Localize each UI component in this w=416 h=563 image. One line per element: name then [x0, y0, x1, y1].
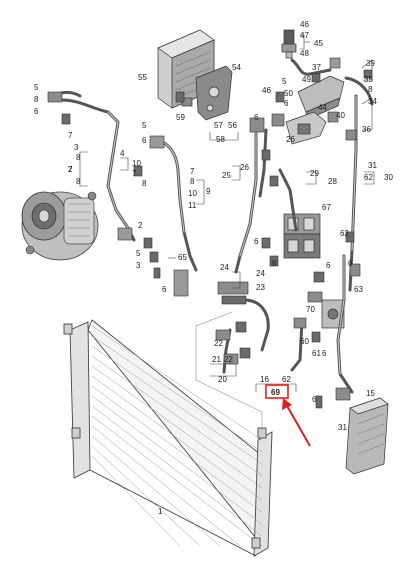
callout-58: 58: [216, 135, 225, 144]
callout-47: 47: [300, 31, 309, 40]
callout-44: 44: [318, 103, 327, 112]
highlight-arrow-shaft: [285, 403, 311, 447]
callout-46b: 46: [262, 86, 271, 95]
callout-8f: 8: [190, 177, 195, 186]
callout-8e: 8: [142, 179, 147, 188]
callout-3: 3: [74, 143, 79, 152]
callout-7d: 7: [190, 167, 195, 176]
callout-61: 61: [312, 349, 321, 358]
callout-31: 31: [368, 161, 377, 170]
callout-46: 46: [300, 20, 309, 29]
callout-6h: 6: [326, 261, 331, 270]
callout-6c: 6: [254, 113, 259, 122]
block-67: [283, 213, 321, 259]
callout-67: 67: [322, 203, 331, 212]
highlight-box: [265, 384, 289, 399]
callout-62: 62: [364, 173, 373, 182]
callout-6: 6: [34, 107, 39, 116]
callout-69: 15: [366, 389, 375, 398]
callout-6e: 6: [254, 237, 259, 246]
callout-23: 23: [256, 283, 265, 292]
callout-65: 65: [178, 253, 187, 262]
callout-5b: 5: [282, 77, 287, 86]
callout-56: 56: [228, 121, 237, 130]
callout-30: 30: [384, 173, 393, 182]
callout-39: 39: [366, 59, 375, 68]
callout-48: 48: [300, 49, 309, 58]
callout-5: 5: [34, 83, 39, 92]
callout-62b: 62: [340, 229, 349, 238]
callout-6k: 6: [312, 395, 317, 404]
callout-3b: 3: [136, 261, 141, 270]
callout-20: 20: [218, 375, 227, 384]
callout-8b: 8: [368, 85, 373, 94]
callout-6d: 6: [142, 136, 147, 145]
callout-63: 63: [354, 285, 363, 294]
callout-40: 40: [336, 111, 345, 120]
bracket-54: [195, 65, 233, 121]
callout-21: 21: [212, 355, 221, 364]
callout-1: 1: [158, 507, 163, 516]
callout-6i: 6: [348, 259, 353, 268]
callout-28: 28: [328, 177, 337, 186]
callout-49: 49: [302, 75, 311, 84]
callout-59: 59: [176, 113, 185, 122]
callout-62c: 62: [282, 375, 291, 384]
callout-6g: 6: [272, 259, 277, 268]
callout-2: 2: [68, 165, 73, 174]
callout-70: 70: [306, 305, 315, 314]
callout-16: 16: [260, 375, 269, 384]
callout-37: 37: [312, 63, 321, 72]
callout-8: 8: [34, 95, 39, 104]
callout-35: 35: [364, 75, 373, 84]
highlighted-callout-15: 69: [265, 384, 311, 447]
callout-26: 26: [286, 135, 295, 144]
callout-34: 34: [368, 97, 377, 106]
fitting-70: [321, 299, 345, 329]
callout-22b: 22: [224, 355, 233, 364]
condenser-part-1: [63, 319, 273, 557]
compressor: [21, 191, 99, 261]
callout-54: 54: [232, 63, 241, 72]
heat-exchanger-69: [345, 397, 389, 475]
callout-7: 7: [68, 131, 73, 140]
callout-36: 36: [362, 125, 371, 134]
callout-31b: 31: [338, 423, 347, 432]
callout-labels: 46 47 45 48 55 54 39 5 8 6 37 49 50 5 35…: [34, 20, 393, 516]
callout-5d: 5: [136, 249, 141, 258]
callout-8c: 8: [76, 153, 81, 162]
callout-55: 55: [138, 73, 147, 82]
callout-6b: 6: [284, 99, 289, 108]
callout-6j: 6: [322, 349, 327, 358]
callout-11: 11: [188, 201, 197, 210]
callout-6f: 6: [162, 285, 167, 294]
callout-7b: 7: [68, 165, 73, 174]
callout-5c: 5: [142, 121, 147, 130]
callout-24: 24: [220, 263, 229, 272]
callout-24b: 24: [256, 269, 265, 278]
callout-29: 29: [310, 169, 319, 178]
expansion-valve-44: [285, 111, 327, 145]
callout-4: 4: [120, 149, 125, 158]
callout-10b: 10: [188, 189, 197, 198]
callout-7c: 7: [132, 169, 137, 178]
callout-60: 60: [300, 337, 309, 346]
callout-50: 50: [284, 89, 293, 98]
highlight-arrow-head: [282, 398, 292, 410]
condenser-fins: [91, 325, 263, 547]
callout-10: 10: [132, 159, 141, 168]
callout-57: 57: [214, 121, 223, 130]
callout-22: 22: [214, 339, 223, 348]
callout-2b: 2: [138, 221, 143, 230]
callout-45: 45: [314, 39, 323, 48]
bracket-lines: [79, 34, 375, 430]
sensor-46-47: [281, 29, 297, 59]
callout-26b: 26: [240, 163, 249, 172]
callout-9: 9: [206, 187, 211, 196]
callout-25: 25: [222, 171, 231, 180]
callout-8d: 8: [76, 177, 81, 186]
callout-15: 69: [271, 388, 280, 397]
